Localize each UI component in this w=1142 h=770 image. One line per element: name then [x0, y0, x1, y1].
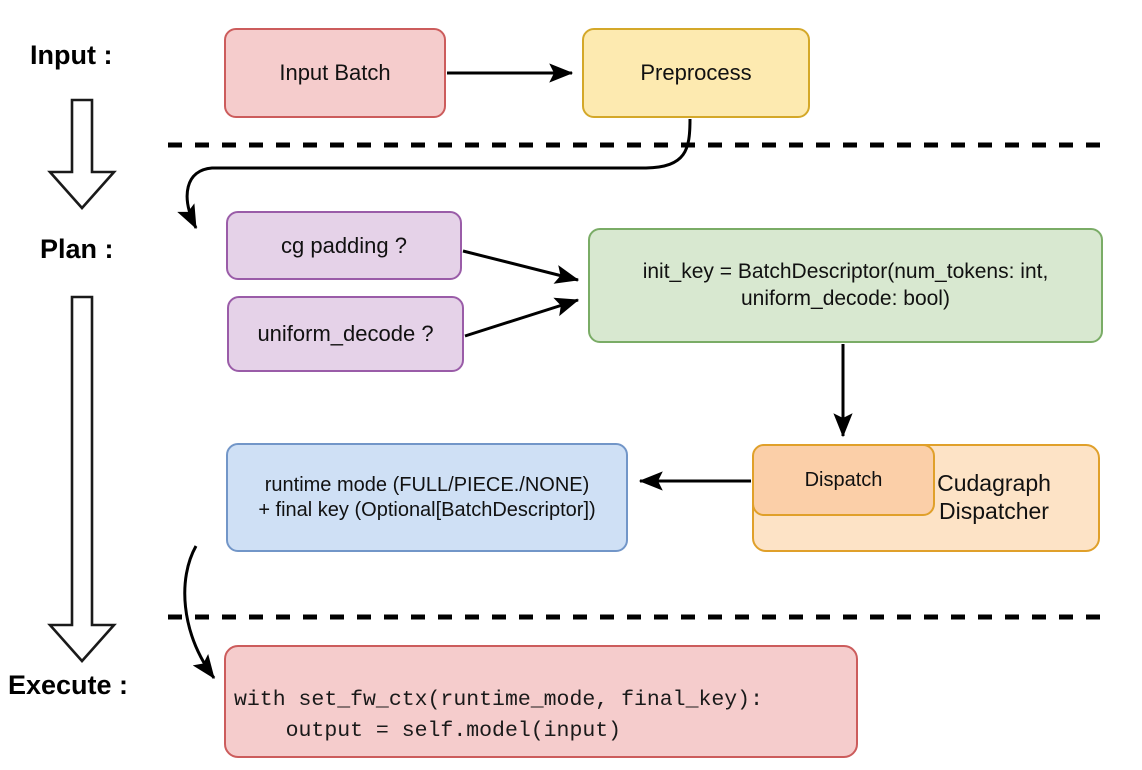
- arrow-uniform-decode-to-init-key: [464, 297, 580, 338]
- node-init-key: init_key = BatchDescriptor(num_tokens: i…: [588, 228, 1103, 343]
- stage-arrow-2: [47, 295, 117, 663]
- stage-label-plan: Plan :: [40, 234, 114, 264]
- node-input-batch: Input Batch: [224, 28, 446, 118]
- node-dispatch: Dispatch: [752, 444, 935, 516]
- code-block-text: with set_fw_ctx(runtime_mode, final_key)…: [234, 688, 763, 744]
- arrow-runtime-mode-to-code-block: [183, 545, 216, 679]
- cudagraph-dispatcher-label: Cudagraph Dispatcher: [937, 470, 1051, 524]
- arrow-cg-padding-to-init-key: [462, 249, 580, 284]
- stage-label-input: Input :: [30, 40, 113, 70]
- stage-arrow-1: [47, 98, 117, 210]
- node-runtime-mode: runtime mode (FULL/PIECE./NONE) + final …: [226, 443, 628, 552]
- node-cg-padding: cg padding ?: [226, 211, 462, 280]
- node-code-block: with set_fw_ctx(runtime_mode, final_key)…: [224, 645, 858, 758]
- stage-label-execute: Execute :: [8, 670, 129, 700]
- node-preprocess: Preprocess: [582, 28, 810, 118]
- node-uniform-decode: uniform_decode ?: [227, 296, 464, 372]
